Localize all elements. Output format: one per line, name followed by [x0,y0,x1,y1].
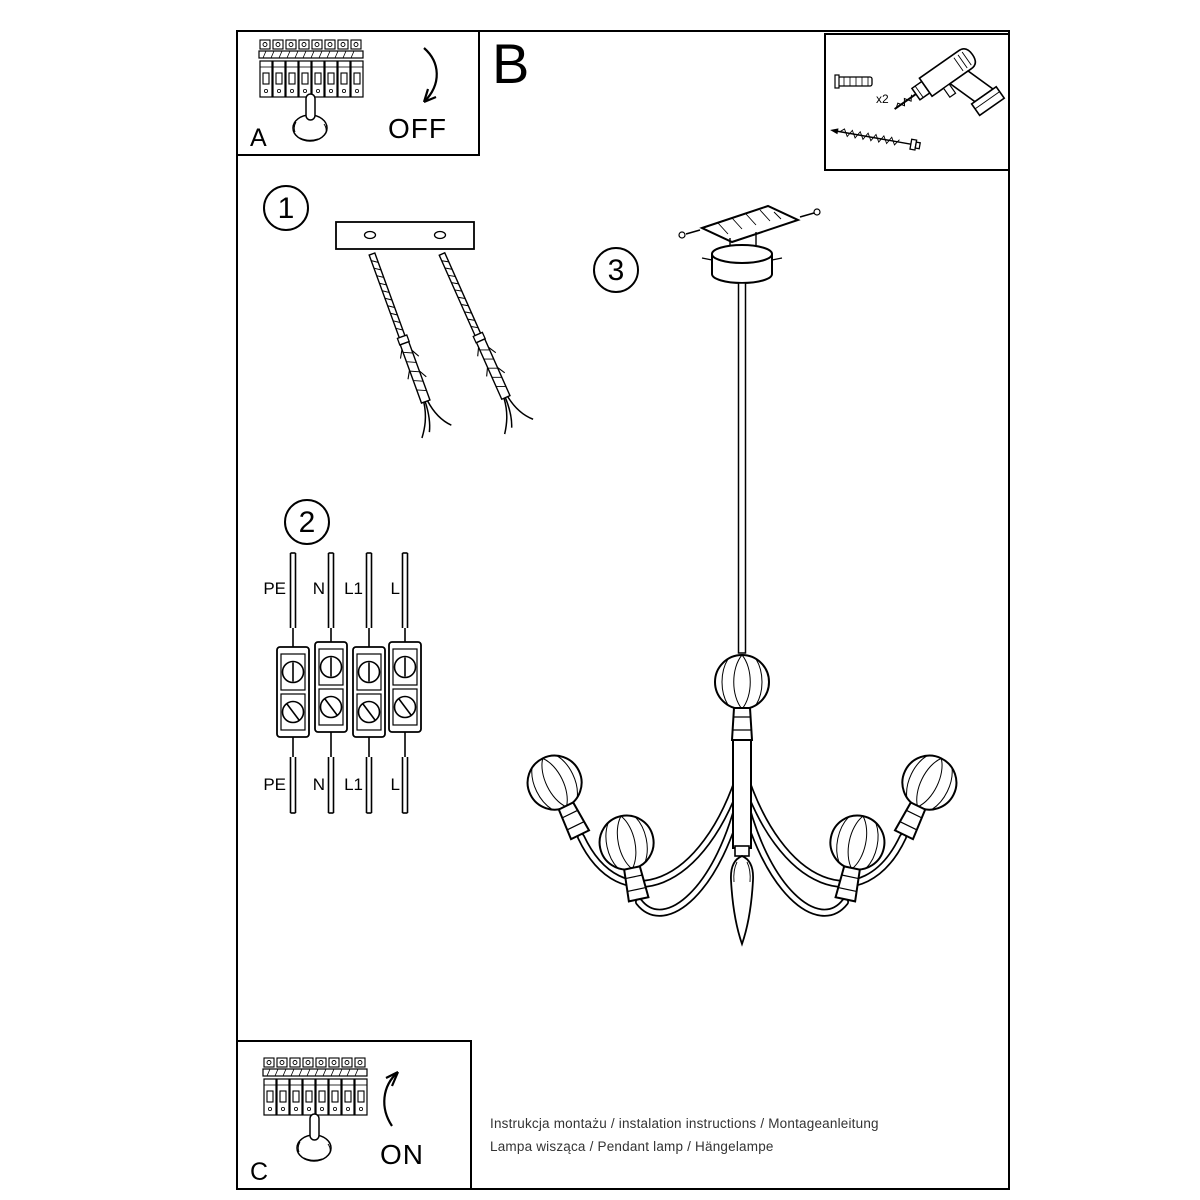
footer-note-2: Lampa wisząca / Pendant lamp / Hängelamp… [490,1139,774,1154]
wire-labels-bottom: PE N L1 L [263,775,400,794]
mounting-plate [335,221,475,250]
wire-label-l1-top: L1 [344,579,363,598]
wires-top [289,552,409,647]
step2-number: 2 [299,506,316,539]
wire-label-l1-bottom: L1 [344,775,363,794]
wire-label-pe-bottom: PE [263,775,286,794]
footer-note-1: Instrukcja montażu / instalation instruc… [490,1116,879,1131]
wire-label-n-bottom: N [313,775,325,794]
power-on-illustration: ON C [250,1042,424,1186]
pendant-rod [737,282,747,654]
wire-labels-top: PE N L1 L [263,579,400,598]
hand-icon [296,1113,332,1162]
tools-illustration: x2 [830,48,1006,151]
anchor-qty-label: x2 [876,92,889,106]
wall-plug-icon [834,74,873,89]
finial [730,845,754,947]
lamp-head-left-outer [518,747,604,847]
step1-number: 1 [278,192,295,225]
step3-number: 3 [608,254,625,287]
terminal-block [276,641,422,738]
lamp-head-right-inner [819,811,889,905]
wires-bottom [289,732,409,814]
wire-label-l-top: L [391,579,400,598]
lamp-head-top [715,655,769,740]
on-arrow-icon [383,1071,400,1127]
on-label: ON [380,1139,424,1170]
hand-icon [292,93,328,142]
wire-label-l-bottom: L [391,775,400,794]
breaker-panel-icon [263,1058,367,1115]
step3-chandelier-diagram: 3 [480,204,1000,947]
step1-badge: 1 [263,185,309,231]
tools-box: x2 [824,33,1010,171]
ceiling-plate [678,204,821,250]
section-b-label: B [492,32,530,95]
step3-badge: 3 [593,247,639,293]
panel-a-label: A [250,124,267,152]
off-label: OFF [388,113,447,144]
wire-label-n-top: N [313,579,325,598]
breaker-panel-icon [259,40,363,97]
panel-c-label: C [250,1158,268,1186]
power-on-panel: ON C [236,1040,472,1190]
step1-mounting-diagram: 1 [263,185,535,439]
wire-label-pe-top: PE [263,579,286,598]
off-arrow-icon [422,47,438,104]
canopy [701,244,783,284]
step2-badge: 2 [284,499,330,545]
lamp-head-right-outer [880,747,966,847]
screw-icon [830,128,921,151]
center-column [732,739,752,849]
power-off-illustration: OFF A [250,32,447,152]
drill-icon [894,48,1006,117]
power-off-panel: OFF A [236,30,480,156]
lamp-head-left-inner [595,811,665,905]
expansion-screw-left [356,247,453,439]
step2-wiring-diagram: 2 PE N L1 L PE N L1 [263,499,422,814]
